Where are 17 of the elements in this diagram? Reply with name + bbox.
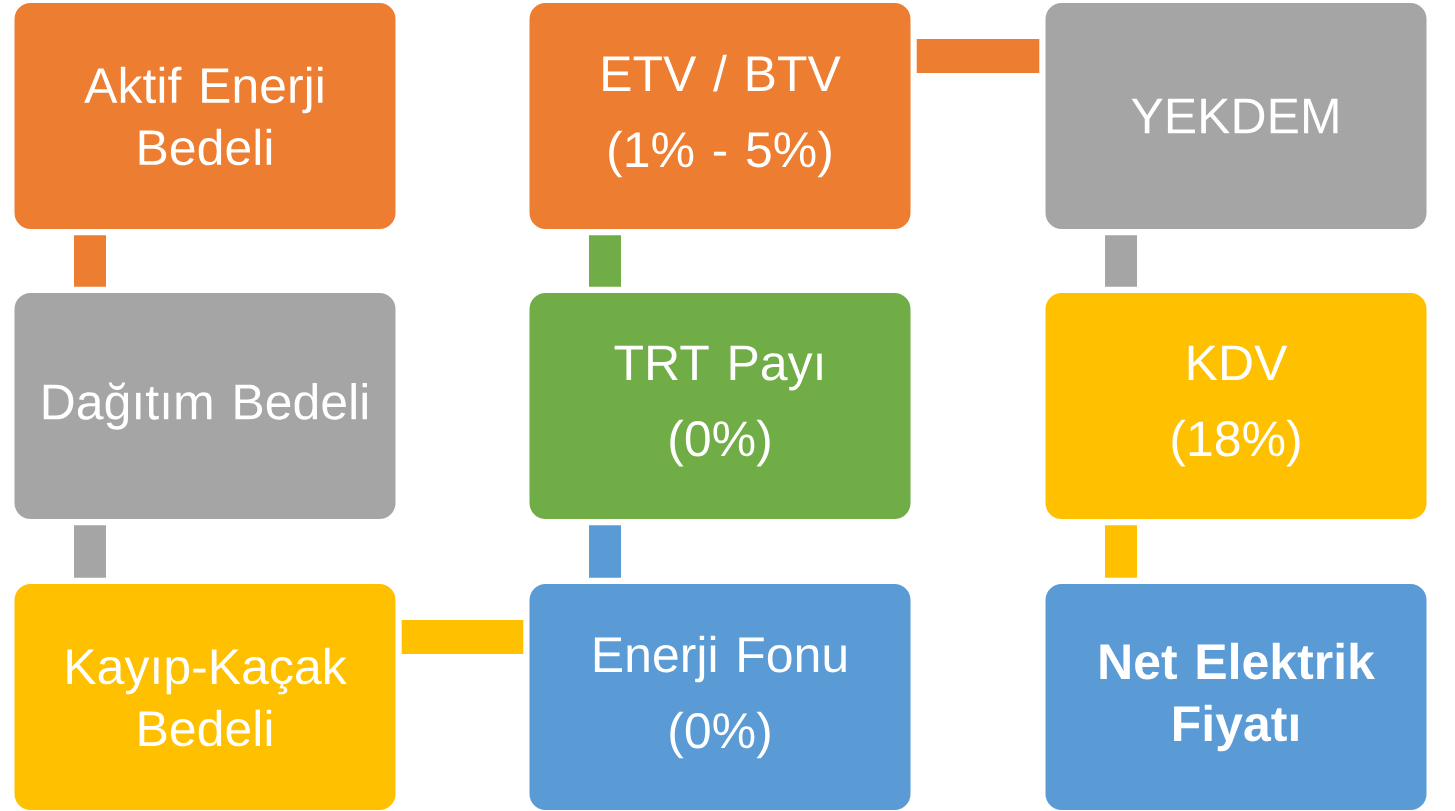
connector-bar <box>74 235 106 287</box>
connector-bar <box>589 525 621 578</box>
connector-bar <box>1105 235 1137 287</box>
process-box: Enerji Fonu (0%) <box>529 584 911 810</box>
process-box: YEKDEM <box>1045 3 1427 229</box>
process-box: TRT Payı (0%) <box>529 293 911 519</box>
process-box: Dağıtım Bedeli <box>14 293 396 519</box>
process-box: Kayıp-Kaçak Bedeli <box>14 584 396 810</box>
connector-bar <box>401 620 524 654</box>
connector-bar <box>916 39 1040 73</box>
connector-bar <box>1105 525 1137 578</box>
process-box: Net Elektrik Fiyatı <box>1045 584 1427 810</box>
process-box: KDV (18%) <box>1045 293 1427 519</box>
process-box: Aktif Enerji Bedeli <box>14 3 396 229</box>
connector-bar <box>589 235 621 287</box>
connector-bar <box>74 525 106 578</box>
process-box: ETV / BTV (1% - 5%) <box>529 3 911 229</box>
